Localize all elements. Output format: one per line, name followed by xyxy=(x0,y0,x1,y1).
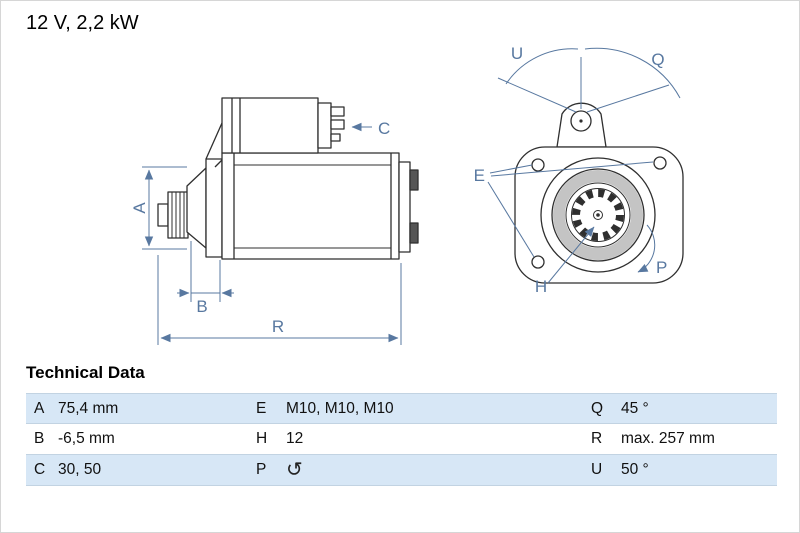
rotation-direction-arrow xyxy=(637,224,656,273)
spec-value: 12 xyxy=(286,430,304,447)
spec-value: 50 ° xyxy=(621,461,649,478)
table-row: B -6,5 mm H 12 R max. 257 mm xyxy=(26,424,777,455)
technical-data-table: A 75,4 mm E M10, M10, M10 Q 45 ° B -6,5 … xyxy=(26,393,777,486)
spec-key: U xyxy=(591,461,603,478)
side-view-dimension-lines xyxy=(142,122,402,345)
angle-q-arc xyxy=(584,47,681,99)
dim-label-c: C xyxy=(378,119,390,138)
dim-label-u: U xyxy=(511,44,523,63)
spec-key: R xyxy=(591,430,603,447)
dim-label-b: B xyxy=(196,297,207,316)
spec-value: -6,5 mm xyxy=(58,430,115,447)
dim-label-r: R xyxy=(272,317,284,336)
front-view-drawing xyxy=(514,102,684,284)
product-spec-title: 12 V, 2,2 kW xyxy=(26,12,139,34)
dim-label-e: E xyxy=(474,166,485,185)
dim-label-a: A xyxy=(130,202,149,214)
spec-value: ↺ xyxy=(286,460,591,481)
spec-key: P xyxy=(256,461,267,478)
technical-data-heading: Technical Data xyxy=(26,363,145,382)
table-row: A 75,4 mm E M10, M10, M10 Q 45 ° xyxy=(26,393,777,424)
angle-u-arc xyxy=(505,48,579,85)
spec-value: 45 ° xyxy=(621,399,649,417)
mounting-hole-top-left xyxy=(531,158,545,172)
side-view-drawing xyxy=(157,97,419,260)
spec-value: 30, 50 xyxy=(58,461,102,478)
spec-key: B xyxy=(34,430,45,447)
table-row: C 30, 50 P ↺ U 50 ° xyxy=(26,455,777,486)
spec-value: max. 257 mm xyxy=(621,430,715,447)
spec-key: E xyxy=(256,399,267,417)
front-view-dimension-lines xyxy=(487,47,681,284)
pinion-gear-front xyxy=(572,189,624,241)
mounting-hole-bottom-left xyxy=(531,255,545,269)
pinion-gear-teeth xyxy=(171,192,185,238)
spec-key: Q xyxy=(591,399,604,417)
spec-key: C xyxy=(34,461,46,478)
rotation-ccw-icon: ↺ xyxy=(286,458,303,481)
dim-label-h: H xyxy=(535,277,547,296)
dim-label-q: Q xyxy=(651,50,664,69)
dim-label-p: P xyxy=(656,258,667,277)
spline-pointer-arrow xyxy=(547,226,595,284)
spec-value: M10, M10, M10 xyxy=(286,399,394,417)
spec-key: H xyxy=(256,430,268,447)
mounting-hole-top-right xyxy=(653,156,667,170)
spec-value: 75,4 mm xyxy=(58,399,119,417)
spec-key: A xyxy=(34,399,45,417)
